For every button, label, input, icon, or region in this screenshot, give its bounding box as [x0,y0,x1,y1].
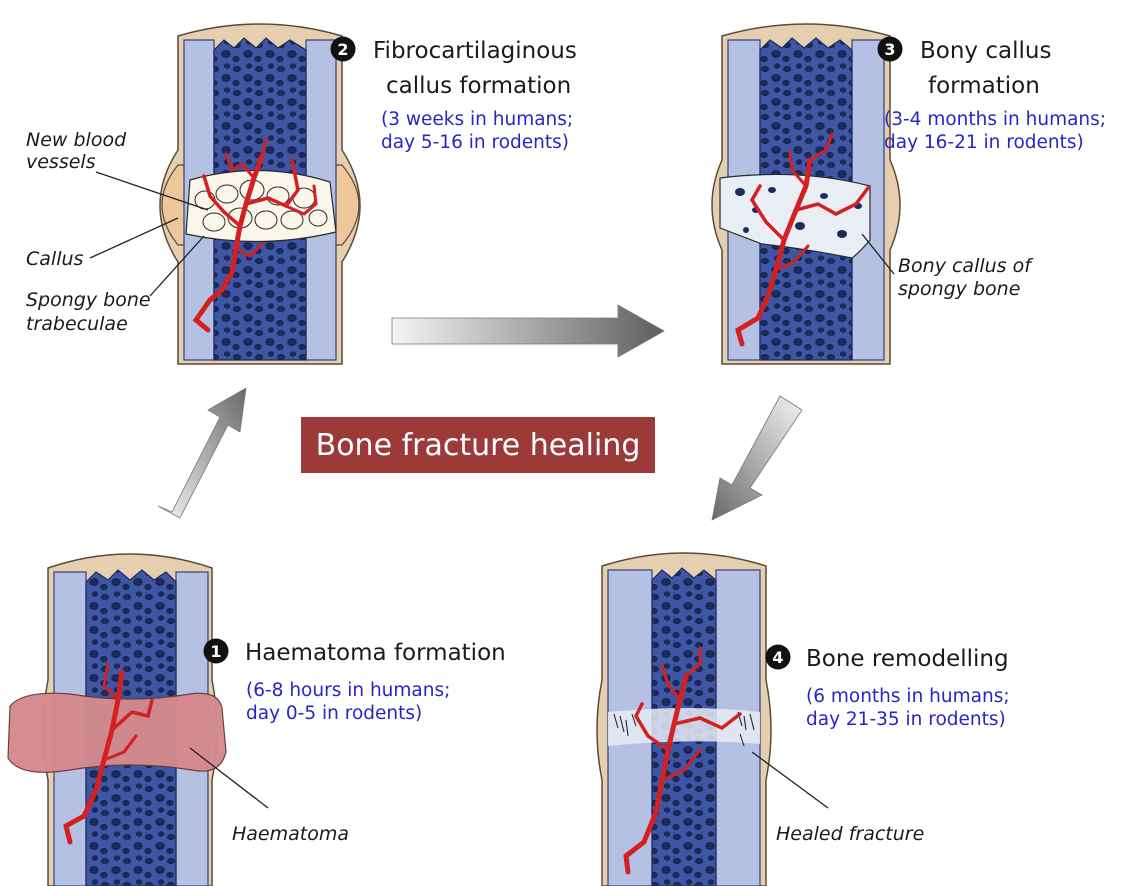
stage-2-number: 2 [337,40,348,59]
stage-1-timing-line-1: (6-8 hours in humans; [246,680,450,701]
stage-4-name-line-1: Bone remodelling [806,646,1009,672]
label-new-blood: New blood [26,129,127,151]
arrow-stage-1-to-2 [158,388,246,518]
arrow-stage-3-to-4 [712,396,802,520]
stage-2-timing-line-1: (3 weeks in humans; [381,109,573,130]
stage-3-timing-line-1: (3-4 months in humans; [884,109,1106,130]
stage-2-name-line-1: Fibrocartilaginous [373,38,577,64]
stage-4-heading: 4 Bone remodelling (6 months in humans; … [766,645,1010,731]
healed-zone [608,708,760,746]
stage-1-timing-line-2: day 0-5 in rodents) [246,703,422,724]
stage-3-bone [712,24,900,364]
stage-4-timing-line-1: (6 months in humans; [806,686,1010,707]
label-healed-fracture: Healed fracture [776,823,924,845]
label-haematoma: Haematoma [232,823,349,845]
leader-callus [90,218,178,258]
stage-1-number: 1 [210,642,221,661]
stage-3-timing-line-2: day 16-21 in rodents) [884,132,1084,153]
stage-1-bone [8,554,226,886]
arrow-stage-2-to-3 [392,305,664,357]
stage-2-heading: 2 Fibrocartilaginous callus formation (3… [331,37,577,154]
stage-1-heading: 1 Haematoma formation (6-8 hours in huma… [204,639,506,725]
stage-3-name-line-2: formation [928,73,1040,99]
stage-3-heading: 3 Bony callus formation (3-4 months in h… [878,37,1107,154]
label-spongy-bone-3: spongy bone [898,278,1020,300]
stage-4-labels: Healed fracture [752,752,924,845]
label-spongy-bone: Spongy bone [26,289,151,311]
stage-3-number: 3 [884,40,895,59]
label-callus: Callus [26,248,84,270]
stage-2-bone [160,24,360,364]
stage-4-timing-line-2: day 21-35 in rodents) [806,709,1006,730]
diagram-title: Bone fracture healing [316,428,641,463]
stage-3-name-line-1: Bony callus [920,38,1051,64]
stage-4-number: 4 [772,648,783,667]
stage-4-bone [597,553,771,886]
label-bony-callus: Bony callus of [898,255,1034,277]
stage-2-name-line-2: callus formation [386,73,571,99]
stage-2-timing-line-2: day 5-16 in rodents) [381,132,569,153]
stage-1-name-line-1: Haematoma formation [245,640,506,666]
label-trabeculae: trabeculae [26,313,128,335]
label-vessels: vessels [26,151,96,173]
